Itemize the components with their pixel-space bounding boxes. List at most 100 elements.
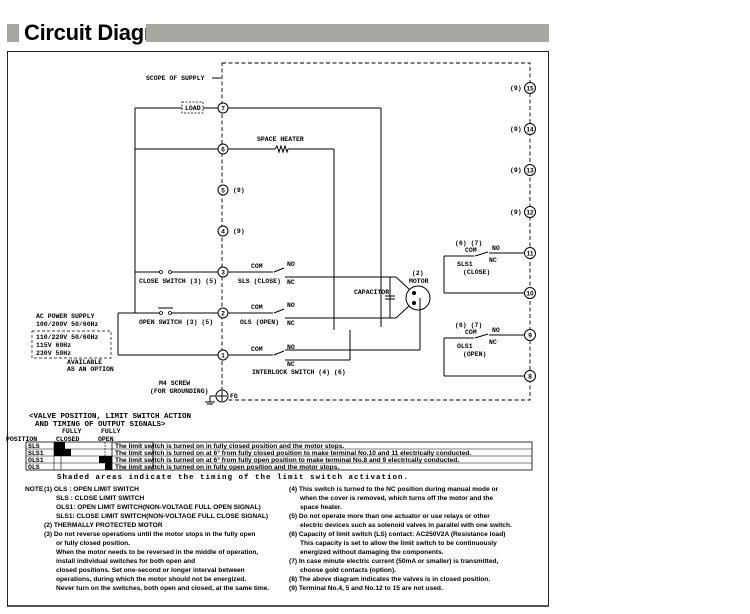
- motor-ref: (2): [412, 270, 424, 277]
- sls1-shade: [54, 449, 71, 456]
- close-switch-label: CLOSE SWITCH (3) (5): [139, 278, 217, 285]
- for-grounding-label: (FOR GROUNDING): [150, 388, 209, 395]
- sls-nc-label: NC: [287, 279, 295, 286]
- load-label: LOAD: [185, 105, 201, 112]
- note-3-line-6: operations, during which the motor shoul…: [56, 576, 246, 583]
- note-7-line-2: choose gold contacts (option).: [300, 567, 396, 574]
- open-switch-contact: [159, 311, 163, 315]
- note-1-line-2: SLS : CLOSE LIMIT SWITCH: [56, 495, 145, 502]
- svg-text:3: 3: [221, 270, 225, 277]
- close-switch-contact: [159, 270, 163, 274]
- sls1-refs: (6) (7): [455, 240, 482, 247]
- interlock-no-label: NO: [287, 344, 295, 351]
- diagram-frame: [7, 51, 549, 607]
- sls-no-label: NO: [287, 261, 295, 268]
- svg-text:5: 5: [221, 188, 225, 195]
- terminal-1: 1: [217, 349, 229, 361]
- sls1-nc-label: NC: [489, 257, 497, 264]
- timing-table: [25, 441, 533, 471]
- note-4-line-2: when the cover is removed, which turns o…: [299, 495, 493, 502]
- timing-desc-sls1: The limit switch is turned on at 6° from…: [115, 449, 471, 457]
- svg-text:6: 6: [221, 147, 225, 154]
- position-label: POSITION: [6, 436, 37, 443]
- note-4-line-3: space heater.: [300, 504, 342, 511]
- timing-row-ols: OLS: [28, 464, 40, 471]
- note-3-line-1: (3) Do not reverse operations until the …: [44, 531, 255, 538]
- fully-closed-top: FULLY: [62, 428, 82, 435]
- note-3-line-7: Never turn on the switches, both open an…: [56, 585, 269, 592]
- note-9: (9) Terminal No.4, 5 and No.12 to 15 are…: [289, 585, 443, 592]
- svg-text:(9): (9): [510, 126, 522, 133]
- fully-open-top: FULLY: [101, 428, 121, 435]
- sls-com-label: COM: [251, 263, 263, 270]
- ols1-refs: (6) (7): [455, 322, 482, 329]
- svg-text:9: 9: [528, 333, 532, 340]
- svg-text:14: 14: [526, 127, 534, 134]
- svg-text:4: 4: [221, 229, 225, 236]
- svg-text:8: 8: [528, 374, 532, 381]
- timing-row-sls1: SLS1: [28, 450, 44, 457]
- terminal-12: 12 (9): [510, 206, 536, 218]
- interlock-switch-label: INTERLOCK SWITCH (4) (6): [252, 369, 346, 376]
- as-option-label: AS AN OPTION: [67, 366, 114, 373]
- ols1-nc-label: NC: [489, 339, 497, 346]
- scope-boundary: [221, 62, 531, 401]
- note-label: NOTE: [25, 486, 44, 493]
- note-2: (2) THERMALLY PROTECTED MOTOR: [44, 522, 163, 529]
- sls-shade: [54, 442, 65, 449]
- terminal-4: 4(9): [217, 225, 245, 237]
- svg-text:12: 12: [526, 210, 534, 217]
- header-block-left: [7, 24, 19, 42]
- ac-supply-label: AC POWER SUPPLY: [36, 313, 95, 320]
- motor-icon: [405, 285, 431, 311]
- svg-text:1: 1: [221, 353, 225, 360]
- svg-text:(9): (9): [510, 85, 522, 92]
- interlock-com-label: COM: [251, 346, 263, 353]
- timing-desc-ols: The limit switch is turned on in fully o…: [115, 464, 339, 471]
- svg-text:FG: FG: [230, 393, 238, 400]
- heater-resistor: [274, 144, 289, 154]
- option-2: 115V 60Hz: [36, 342, 71, 349]
- timing-title-2: AND TIMING OF OUTPUT SIGNALS>: [35, 421, 166, 429]
- terminal-3: 3: [217, 266, 229, 278]
- timing-desc-ols1: The limit switch is turned on at 6° from…: [115, 456, 459, 464]
- svg-text:7: 7: [221, 106, 225, 113]
- m4-screw-label: M4 SCREW: [159, 380, 190, 387]
- svg-text:13: 13: [526, 168, 534, 175]
- timing-caption: Shaded areas indicate the timing of the …: [57, 474, 409, 482]
- note-1-line-3: OLS1: OPEN LIMIT SWITCH(NON-VOLTAGE FULL…: [56, 504, 261, 511]
- sls1-sub-label: (CLOSE): [463, 269, 490, 276]
- terminal-10: 10: [524, 287, 536, 299]
- ols1-no-label: NO: [492, 327, 500, 334]
- scope-of-supply-label: SCOPE OF SUPPLY: [146, 75, 205, 82]
- ols-open-label: OLS (OPEN): [240, 319, 279, 326]
- timing-title-1: <VALVE POSITION, LIMIT SWITCH ACTION: [29, 413, 191, 421]
- terminal-6: 6: [217, 143, 229, 155]
- svg-text:(9): (9): [510, 167, 522, 174]
- ols1-sub-label: (OPEN): [463, 351, 486, 358]
- sls1-no-label: NO: [492, 245, 500, 252]
- note-1-line-1: (1) OLS : OPEN LIMIT SWITCH: [44, 486, 139, 493]
- terminal-8: 8: [524, 370, 536, 382]
- note-4-line-1: (4) This switch is turned to the NC posi…: [289, 486, 499, 493]
- open-label: OPEN: [98, 436, 114, 443]
- note-6-line-3: energized without damaging the component…: [300, 549, 444, 556]
- terminal-14: 14 (9): [510, 123, 536, 135]
- svg-text:(9): (9): [510, 209, 522, 216]
- svg-text:11: 11: [527, 251, 534, 258]
- note-3-line-3: When the motor needs to be reversed in t…: [56, 549, 258, 556]
- options-box: [31, 330, 112, 359]
- capacitor-label: CAPACITOR: [354, 289, 389, 296]
- svg-text:15: 15: [526, 86, 534, 93]
- ols-com-label: COM: [251, 304, 263, 311]
- option-1: 110/220V 50/60Hz: [36, 334, 99, 341]
- terminal-2: 2: [217, 307, 229, 319]
- timing-row-sls: SLS: [28, 443, 40, 450]
- space-heater-label: SPACE HEATER: [257, 136, 304, 143]
- option-3: 230V 50Hz: [36, 350, 71, 357]
- ols1-shade: [99, 456, 112, 463]
- open-switch-label: OPEN SWITCH (3) (5): [139, 319, 213, 326]
- closed-label: CLOSED: [56, 436, 80, 443]
- svg-text:2: 2: [221, 311, 225, 318]
